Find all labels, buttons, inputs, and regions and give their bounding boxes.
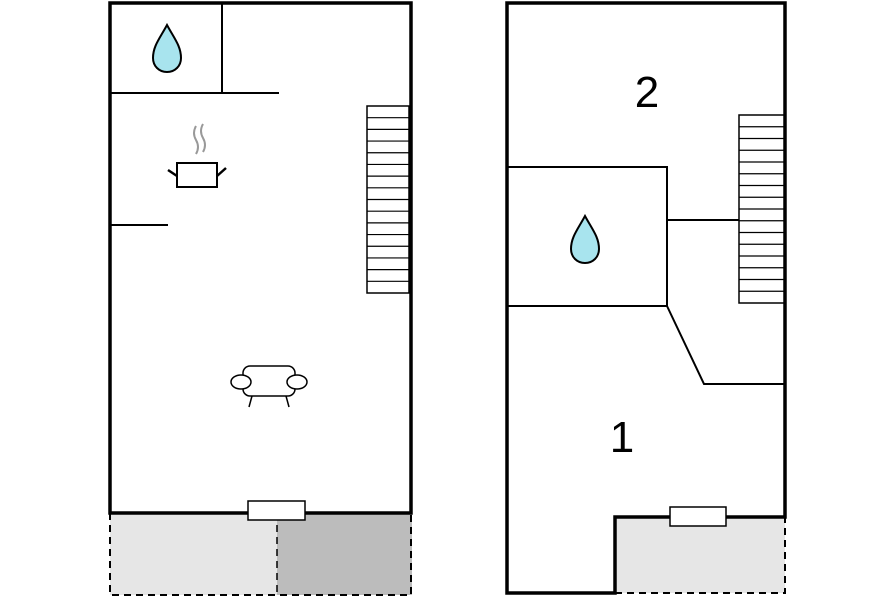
staircase-icon [366,105,410,294]
window-icon [669,506,727,527]
outer-wall [108,1,413,515]
staircase-icon [738,114,785,304]
window-icon [247,500,306,521]
water-drop-icon [151,22,183,74]
water-drop-icon [569,213,601,265]
room-number-2: 2 [635,68,659,117]
terrace [109,513,412,596]
upper-floor-plan: 2 1 [505,1,787,595]
terrace-area-light [615,517,785,593]
terrace [615,517,786,594]
cooking-pot-icon [167,123,227,188]
terrace-outline [109,513,412,596]
terrace-area-light [110,513,277,595]
sofa-icon [230,365,308,408]
terrace-outline [615,517,786,594]
room-number-1: 1 [610,413,634,462]
terrace-area-dark [277,513,412,595]
bathroom-walls [507,166,668,307]
ground-floor-plan [108,1,413,596]
angled-wall [666,305,785,385]
outer-wall [505,1,787,595]
